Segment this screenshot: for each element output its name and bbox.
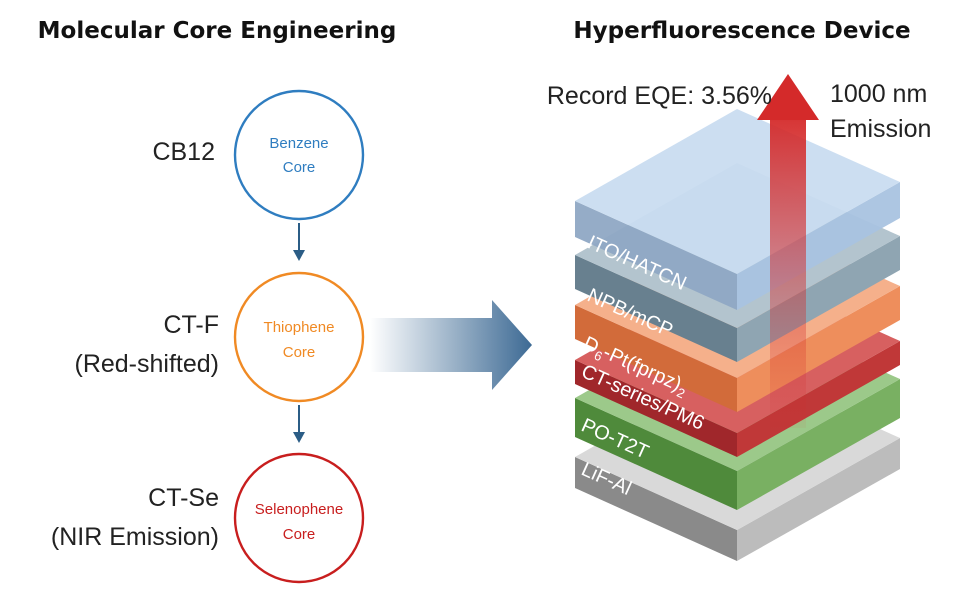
core-3-sublabel: (NIR Emission) (51, 523, 219, 551)
right-panel-title: Hyperfluorescence Device (573, 18, 910, 44)
core-benzene: CB12 Benzene Core (152, 89, 365, 221)
left-panel-title: Molecular Core Engineering (38, 18, 397, 44)
core-2-label: CT-F (163, 311, 219, 339)
core-3-line2: Core (283, 526, 316, 543)
core-1-line2: Core (283, 159, 316, 176)
core-selenophene: CT-Se (NIR Emission) Selenophene Core (51, 452, 365, 584)
core-3-circle (233, 452, 365, 584)
emission-arrow (757, 74, 819, 428)
down-arrow-1 (293, 223, 305, 261)
eqe-label: Record EQE: 3.56% (547, 82, 772, 110)
core-thiophene: CT-F (Red-shifted) Thiophene Core (75, 271, 365, 403)
device-stack: ITO/HATCN NPB/mCP D6-Pt(fprpz)2 CT-serie… (575, 109, 900, 561)
emission-label: Emission (830, 115, 931, 143)
core-2-sublabel: (Red-shifted) (75, 350, 220, 378)
down-arrow-2 (293, 405, 305, 443)
core-2-line2: Core (283, 344, 316, 361)
core-1-line1: Benzene (269, 135, 328, 152)
core-3-line1: Selenophene (255, 501, 343, 518)
transition-arrow (370, 300, 532, 390)
core-3-label: CT-Se (148, 484, 219, 512)
core-1-circle (233, 89, 365, 221)
core-2-line1: Thiophene (264, 319, 335, 336)
emission-wavelength: 1000 nm (830, 80, 927, 108)
core-2-circle (233, 271, 365, 403)
core-1-label: CB12 (152, 138, 215, 166)
